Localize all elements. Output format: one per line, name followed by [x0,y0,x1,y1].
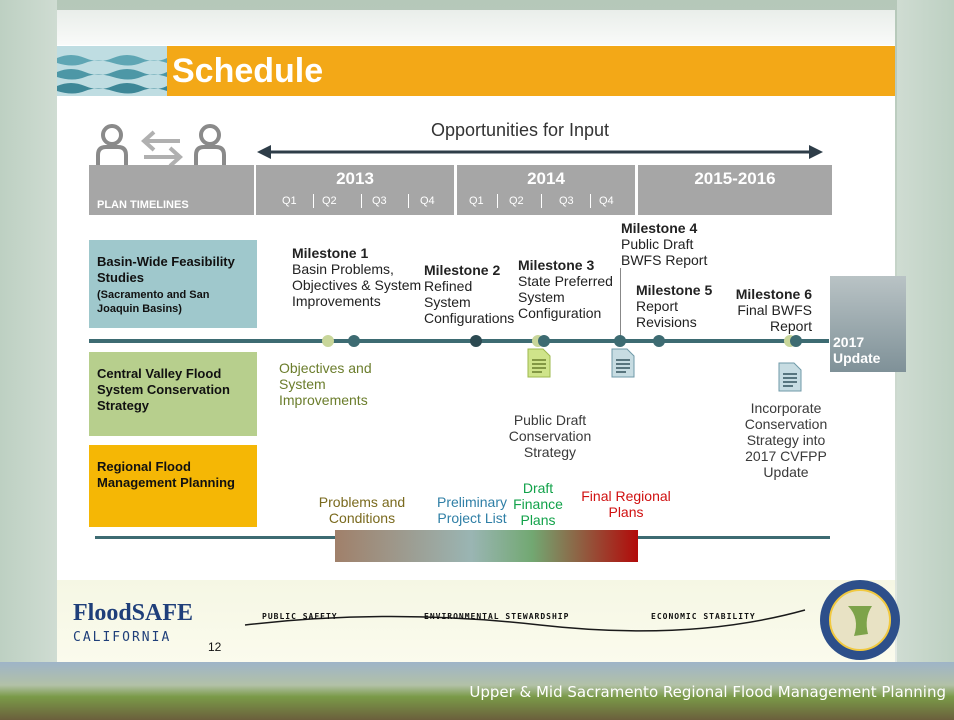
bwfs-subtitle: (Sacramento and San Joaquin Basins) [97,289,210,315]
timeline-dot [322,335,334,347]
water-waves-icon [57,46,167,96]
timeline-dot [348,335,360,347]
milestone-5: Milestone 5 Report Revisions [636,282,724,330]
timeline-dot [470,335,482,347]
logo-subtext: CALIFORNIA [73,630,172,645]
conservation-item: Incorporate Conservation Strategy into 2… [744,400,828,480]
quarter-divider [541,194,542,208]
milestone-desc: Final BWFS Report [737,302,812,334]
dwr-seal-icon [820,580,900,660]
milestone-6: Milestone 6 Final BWFS Report [728,286,812,334]
quarter-divider [497,194,498,208]
document-icon [611,348,635,378]
year-label: 2014 [527,169,565,188]
milestone-4-connector [620,268,621,342]
year-2015-2016-block: 2015-2016 [638,165,832,215]
timeline-dot [653,335,665,347]
quarter-divider [590,194,591,208]
quarter-label: Q1 [469,195,484,207]
timeline-dot [538,335,550,347]
milestone-title: Milestone 2 [424,262,501,278]
opportunities-label: Opportunities for Input [430,120,610,140]
plan-timelines-header: PLAN TIMELINES [89,165,254,215]
document-icon [778,362,802,392]
regional-gradient-bar [335,530,638,562]
bwfs-timeline-line [89,339,829,343]
quarter-divider [408,194,409,208]
quarter-label: Q4 [420,195,435,207]
slide-top-band [57,10,895,45]
document-icon [527,348,551,378]
quarter-label: Q1 [282,195,297,207]
people-exchange-icon [96,124,226,169]
logo-text: FloodSAFE [73,600,194,626]
milestone-desc: State Preferred System Configuration [518,273,613,321]
plan-timelines-label: PLAN TIMELINES [97,199,189,211]
milestone-3: Milestone 3 State Preferred System Confi… [518,257,622,321]
milestone-title: Milestone 5 [636,282,713,298]
quarter-divider [313,194,314,208]
timeline-dot [614,335,626,347]
milestone-2: Milestone 2 Refined System Configuration… [424,262,520,326]
year-label: 2013 [336,169,374,188]
year-label: 2015-2016 [694,169,776,188]
regional-item: Problems and Conditions [318,494,406,526]
milestone-desc: Public Draft BWFS Report [621,236,708,268]
milestone-title: Milestone 1 [292,245,369,261]
milestone-desc: Refined System Configurations [424,278,515,326]
footer-caption: Upper & Mid Sacramento Regional Flood Ma… [469,683,946,701]
quarter-divider [361,194,362,208]
milestone-title: Milestone 4 [621,220,698,236]
cvfsc-row-box: Central Valley Flood System Conservation… [89,352,257,436]
page-number: 12 [208,640,222,654]
quarter-label: Q3 [372,195,387,207]
milestone-title: Milestone 3 [518,257,595,273]
title-bar [167,46,895,96]
quarter-label: Q3 [559,195,574,207]
left-margin [0,0,57,662]
regional-item: Preliminary Project List [436,494,507,526]
milestone-1: Milestone 1 Basin Problems, Objectives &… [292,245,422,309]
right-margin [897,0,954,662]
floodsafe-logo: FloodSAFE [73,600,193,627]
quarter-label: Q2 [509,195,524,207]
milestone-desc: Basin Problems, Objectives & System Impr… [292,261,422,309]
year-2014-block: 2014 Q1 Q2 Q3 Q4 [457,165,635,215]
report-cover-thumbnail: 2017 Update [830,276,906,372]
bwfs-row-box: Basin-Wide Feasibility Studies (Sacramen… [89,240,257,328]
slogan-public-safety: PUBLIC SAFETY [262,612,338,621]
milestone-4: Milestone 4 Public Draft BWFS Report [621,220,717,268]
slogan-economic-stability: ECONOMIC STABILITY [651,612,756,621]
regional-item: Draft Finance Plans [513,480,563,528]
slide-title: Schedule [172,52,324,90]
conservation-item: Objectives and System Improvements [279,360,372,408]
bwfs-title: Basin-Wide Feasibility Studies [97,254,235,285]
regional-item: Final Regional Plans [581,488,671,520]
update-badge: 2017 Update [833,334,881,366]
cvfsc-title: Central Valley Flood System Conservation… [97,366,230,413]
milestone-title: Milestone 6 [735,286,812,302]
slogan-environmental-stewardship: ENVIRONMENTAL STEWARDSHIP [424,612,570,621]
timeline-dot [790,335,802,347]
quarter-label: Q4 [599,195,614,207]
footer-photo-strip [0,662,954,720]
conservation-item: Public Draft Conservation Strategy [508,412,592,460]
rfmp-row-box: Regional Flood Management Planning [89,445,257,527]
quarter-label: Q2 [322,195,337,207]
slogan-swoosh [244,609,806,632]
opportunities-double-arrow [257,145,823,159]
year-2013-block: 2013 Q1 Q2 Q3 Q4 [256,165,454,215]
milestone-desc: Report Revisions [636,298,697,330]
rfmp-title: Regional Flood Management Planning [97,459,235,490]
